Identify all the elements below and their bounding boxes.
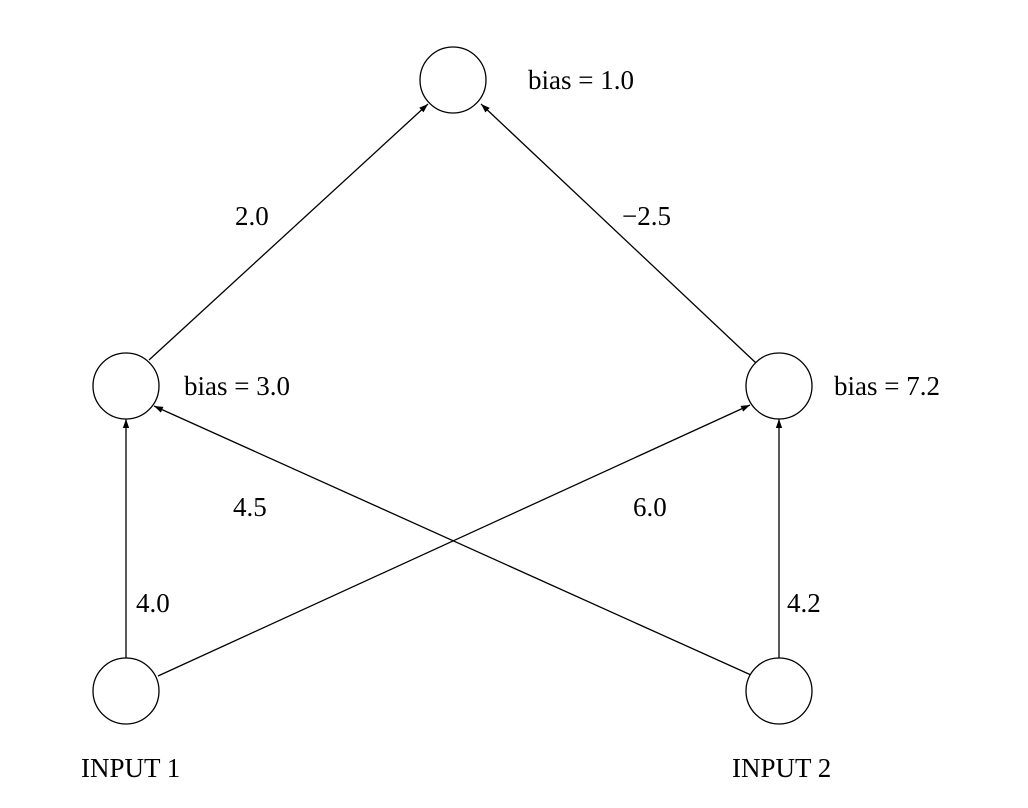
weight-label-input2-hidden-left: 4.5 [233, 492, 267, 522]
output-node [419, 46, 487, 114]
output-bias-label: bias = 1.0 [528, 65, 634, 95]
hidden-left-bias-label: bias = 3.0 [184, 371, 290, 401]
weight-label-input2-hidden-right: 4.2 [787, 588, 821, 618]
input-node-2 [745, 657, 813, 725]
hidden-right-bias-label: bias = 7.2 [834, 371, 940, 401]
weight-label-hidden-left-output: 2.0 [235, 201, 269, 231]
hidden-node-left [92, 352, 160, 420]
weight-label-input1-hidden-right: 6.0 [633, 492, 667, 522]
weight-label-hidden-right-output: −2.5 [622, 201, 671, 231]
edge-hidden-left-to-output [148, 103, 429, 361]
edge-input1-to-hidden-right [157, 404, 751, 677]
weight-label-input1-hidden-left: 4.0 [136, 588, 170, 618]
input-1-label: INPUT 1 [81, 753, 180, 783]
hidden-node-right [745, 352, 813, 420]
input-2-label: INPUT 2 [732, 753, 831, 783]
edge-hidden-right-to-output [480, 103, 757, 364]
input-node-1 [92, 657, 160, 725]
